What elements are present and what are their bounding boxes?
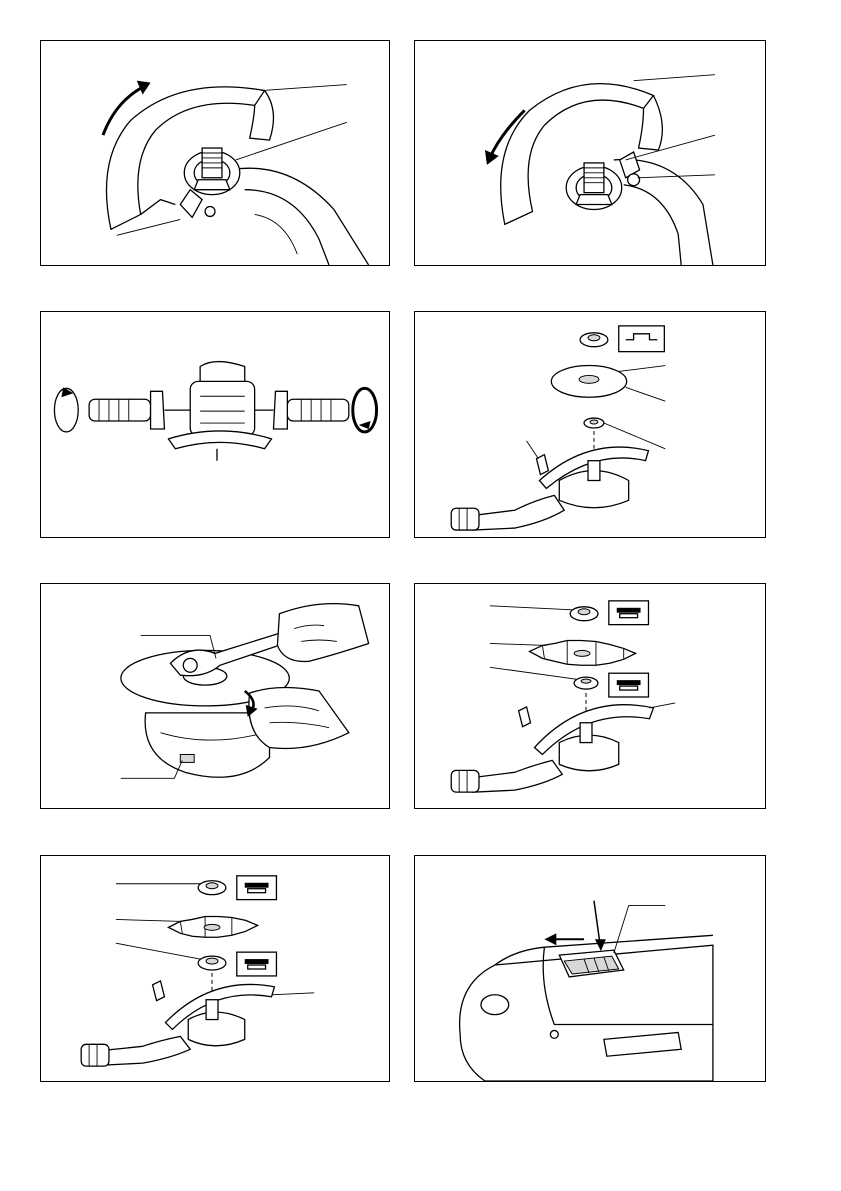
lock-nut-wrench-icon bbox=[41, 584, 389, 808]
figure-6-panel bbox=[414, 583, 766, 809]
segmented-wheel-stack-icon bbox=[41, 856, 389, 1081]
depressed-wheel-stack-icon bbox=[415, 312, 765, 537]
figure-8-panel bbox=[414, 855, 766, 1082]
side-grip-installation-icon bbox=[41, 312, 389, 537]
figure-2-panel bbox=[414, 40, 766, 266]
figure-5-panel bbox=[40, 583, 390, 809]
figure-4-panel bbox=[414, 311, 766, 538]
figure-3-panel bbox=[40, 311, 390, 538]
wheel-guard-clamp-icon bbox=[415, 41, 765, 265]
slide-switch-icon bbox=[415, 856, 765, 1081]
diamond-wheel-stack-icon bbox=[415, 584, 765, 808]
figure-1-panel bbox=[40, 40, 390, 266]
figure-7-panel bbox=[40, 855, 390, 1082]
wheel-guard-installation-icon bbox=[41, 41, 389, 265]
